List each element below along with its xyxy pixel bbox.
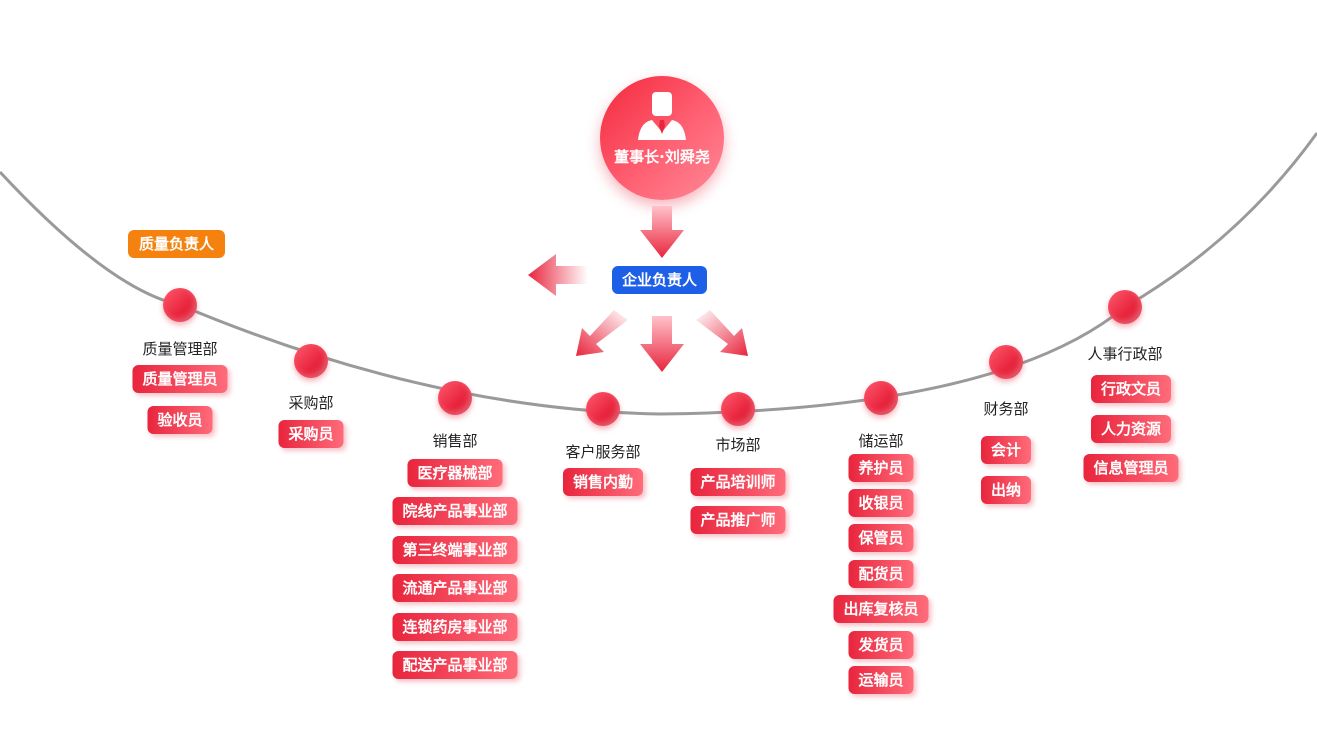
ceo-node[interactable]: 董事长·刘舜尧 bbox=[600, 76, 724, 200]
dept-label-market: 市场部 bbox=[715, 436, 761, 454]
dept-node-sales[interactable] bbox=[438, 381, 472, 415]
dept-node-storage[interactable] bbox=[864, 381, 898, 415]
dept-label-purchase: 采购部 bbox=[288, 394, 334, 412]
role-storage-1[interactable]: 养护员 bbox=[848, 454, 914, 482]
dept-node-service[interactable] bbox=[586, 392, 620, 426]
dept-node-finance[interactable] bbox=[989, 345, 1023, 379]
role-sales-1[interactable]: 医疗器械部 bbox=[407, 459, 503, 487]
arrow-down-right-icon bbox=[696, 310, 748, 356]
dept-node-hr[interactable] bbox=[1108, 290, 1142, 324]
dept-label-sales: 销售部 bbox=[432, 432, 478, 450]
role-accountant[interactable]: 会计 bbox=[980, 436, 1032, 464]
role-cashier[interactable]: 出纳 bbox=[980, 476, 1032, 504]
role-sales-2[interactable]: 院线产品事业部 bbox=[392, 497, 518, 525]
dept-node-market[interactable] bbox=[721, 392, 755, 426]
arrow-down-left-icon bbox=[576, 310, 628, 356]
role-hr[interactable]: 人力资源 bbox=[1090, 415, 1172, 443]
dept-label-service: 客户服务部 bbox=[565, 443, 641, 461]
role-storage-5[interactable]: 出库复核员 bbox=[833, 595, 929, 623]
role-sales-4[interactable]: 流通产品事业部 bbox=[392, 574, 518, 602]
role-storage-3[interactable]: 保管员 bbox=[848, 524, 914, 552]
enterprise-owner-tag[interactable]: 企业负责人 bbox=[612, 266, 708, 294]
dept-label-storage: 储运部 bbox=[858, 432, 904, 450]
role-storage-4[interactable]: 配货员 bbox=[848, 560, 914, 588]
arrow-down-center-icon bbox=[640, 316, 684, 372]
role-sales-3[interactable]: 第三终端事业部 bbox=[392, 536, 518, 564]
dept-label-quality: 质量管理部 bbox=[142, 340, 218, 358]
role-sales-5[interactable]: 连锁药房事业部 bbox=[392, 613, 518, 641]
dept-node-quality[interactable] bbox=[163, 288, 197, 322]
role-inspector[interactable]: 验收员 bbox=[147, 406, 213, 434]
role-info-manager[interactable]: 信息管理员 bbox=[1083, 454, 1179, 482]
role-sales-assistant[interactable]: 销售内勤 bbox=[562, 468, 644, 496]
arrow-left-icon bbox=[528, 254, 588, 296]
role-sales-6[interactable]: 配送产品事业部 bbox=[392, 651, 518, 679]
role-promoter[interactable]: 产品推广师 bbox=[690, 506, 786, 534]
role-storage-2[interactable]: 收银员 bbox=[848, 489, 914, 517]
quality-owner-tag[interactable]: 质量负责人 bbox=[128, 230, 226, 258]
role-trainer[interactable]: 产品培训师 bbox=[690, 468, 786, 496]
role-admin-clerk[interactable]: 行政文员 bbox=[1090, 375, 1172, 403]
role-quality-manager[interactable]: 质量管理员 bbox=[132, 365, 228, 393]
person-icon bbox=[638, 92, 686, 140]
dept-label-finance: 财务部 bbox=[983, 400, 1029, 418]
role-storage-6[interactable]: 发货员 bbox=[848, 631, 914, 659]
arrow-down-icon bbox=[640, 206, 684, 258]
dept-label-hr: 人事行政部 bbox=[1087, 345, 1163, 363]
ceo-label: 董事长·刘舜尧 bbox=[614, 148, 710, 166]
role-storage-7[interactable]: 运输员 bbox=[848, 666, 914, 694]
role-buyer[interactable]: 采购员 bbox=[278, 420, 344, 448]
dept-node-purchase[interactable] bbox=[294, 344, 328, 378]
